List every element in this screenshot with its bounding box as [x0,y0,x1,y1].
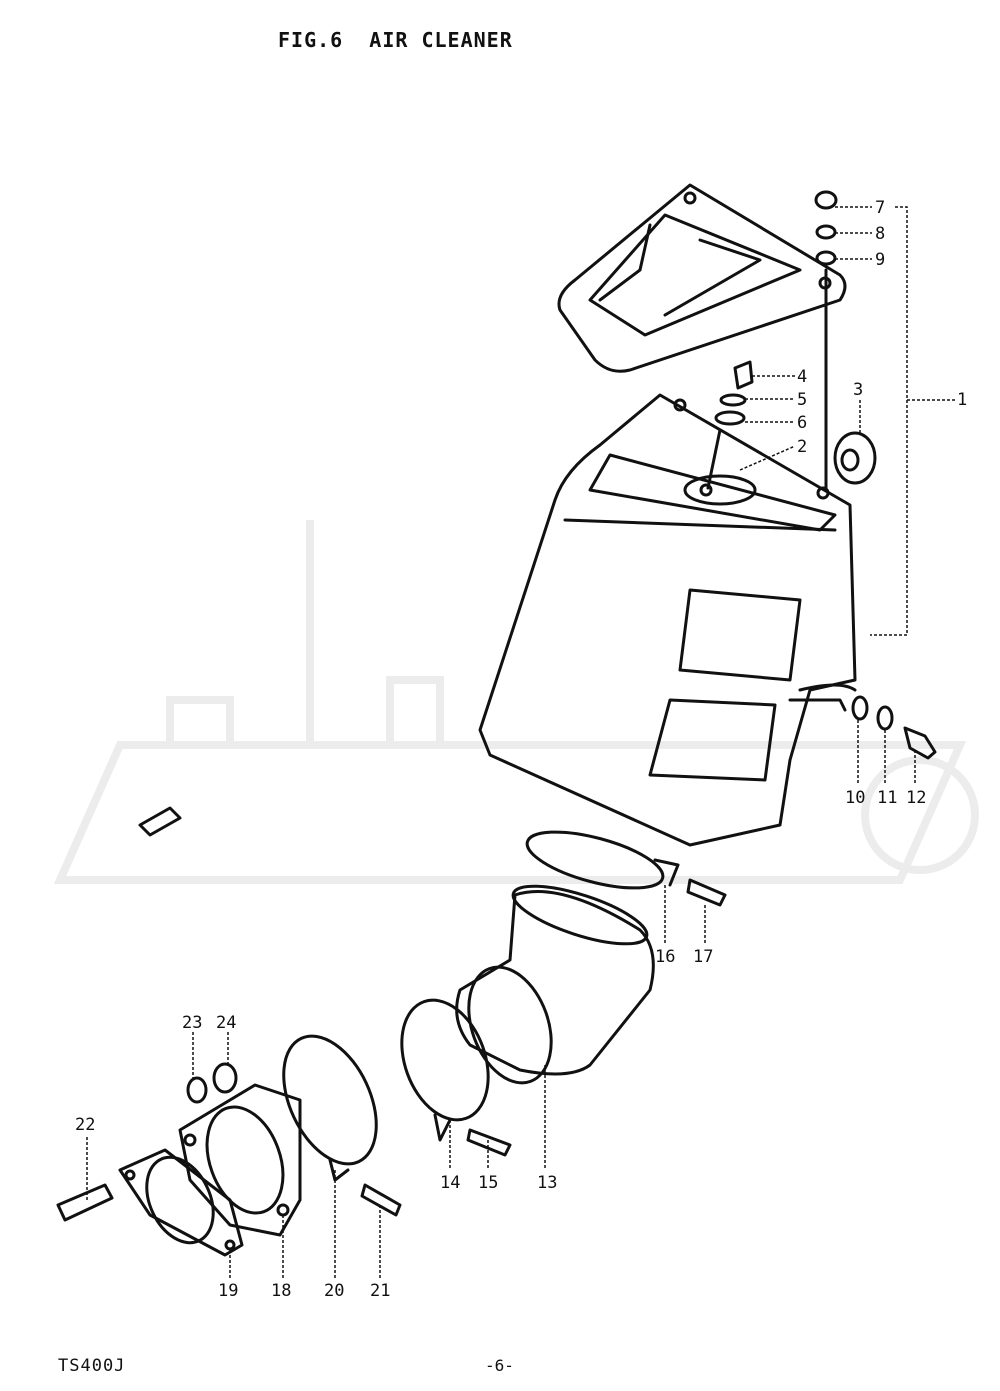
callout-20: 20 [324,1281,344,1301]
callout-22: 22 [75,1115,95,1135]
air-cleaner-case [478,393,857,847]
intake-hose-13 [455,884,655,1085]
grommet-3 [833,431,877,485]
callout-5: 5 [797,390,807,410]
stud-22 [56,1183,114,1222]
callout-11: 11 [877,788,897,808]
callout-2: 2 [797,437,807,457]
callout-21: 21 [370,1281,390,1301]
callout-10: 10 [845,788,865,808]
callout-18: 18 [271,1281,291,1301]
parts [56,183,937,1257]
gasket-19 [118,1148,244,1257]
clamp-20 [282,1034,402,1217]
callout-7: 7 [875,198,885,218]
figure-title: FIG.6 AIR CLEANER [278,28,513,52]
washers-23-24 [186,1062,238,1104]
watermark [53,520,979,884]
callout-19: 19 [218,1281,238,1301]
fasteners-top [706,190,838,492]
clamp-14 [400,998,512,1157]
callout-6: 6 [797,413,807,433]
top-cover-plate [557,183,847,373]
callout-13: 13 [537,1173,557,1193]
front-arrow [138,806,182,837]
callout-17: 17 [693,947,713,967]
flange-18 [178,1083,302,1237]
callout-12: 12 [906,788,926,808]
model-code: TS400J [58,1356,126,1376]
page-number: -6- [485,1356,514,1375]
clamp-16 [525,830,727,907]
callout-1: 1 [957,390,967,410]
leader-lines [86,206,955,1278]
callout-14: 14 [440,1173,460,1193]
callout-16: 16 [655,947,675,967]
callout-8: 8 [875,224,885,244]
callout-23: 23 [182,1013,202,1033]
callout-24: 24 [216,1013,236,1033]
fasteners-side [851,695,937,760]
callout-9: 9 [875,250,885,270]
callout-3: 3 [853,380,863,400]
callout-4: 4 [797,367,807,387]
callout-15: 15 [478,1173,498,1193]
callout-labels: 1 2 3 4 5 6 7 8 9 10 11 12 13 14 15 16 1… [75,198,967,1301]
